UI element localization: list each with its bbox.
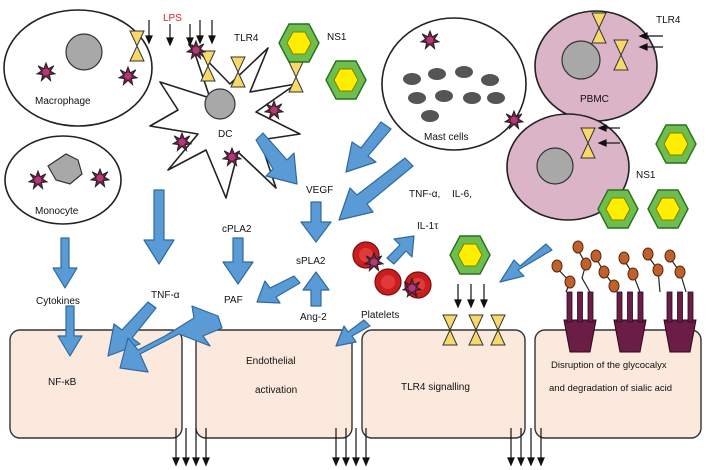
label-dc: DC [218, 129, 232, 140]
label-glyco-2: and degradation of sialic acid [549, 383, 672, 394]
arrow-monocyte-cytokines [52, 237, 78, 289]
label-tlr4-top: TLR4 [234, 33, 259, 44]
label-cpla2: cPLA2 [222, 224, 252, 235]
ns1-protein [655, 124, 697, 164]
label-ns1-right: NS1 [636, 170, 656, 181]
label-macrophage: Macrophage [35, 96, 91, 107]
mast-cell [381, 17, 527, 151]
tlr4-receptor [288, 61, 304, 93]
arrow-spla2-paf [256, 275, 301, 304]
label-tnfa: TNF-α [151, 290, 180, 301]
label-paf: PAF [224, 295, 243, 306]
label-spla2: sPLA2 [296, 256, 326, 267]
label-tlr4-signalling: TLR4 signalling [401, 382, 470, 393]
arrow-ang2-spla2 [302, 271, 330, 307]
ns1-protein [449, 235, 491, 275]
label-tlr4-right: TLR4 [656, 15, 681, 26]
label-nfkb: NF-κB [48, 377, 77, 388]
pink-cell-arrows [597, 124, 620, 147]
lps-arrows [145, 20, 216, 47]
label-pbmc: PBMC [580, 94, 609, 105]
label-tnfa-il6: TNF-α, [409, 189, 440, 200]
label-endothelial-1: Endothelial [246, 356, 295, 367]
label-monocyte: Monocyte [35, 206, 79, 217]
arrow-mastcell-sidebar [345, 121, 392, 173]
arrow-platelets-il1 [386, 235, 415, 265]
label-vegf: VEGF [306, 185, 333, 196]
arrow-macrophage-tnfa [143, 189, 175, 265]
arrow-mastcell-spla2 [338, 157, 414, 221]
outflow-arrows [172, 428, 545, 467]
label-ang2: Ang-2 [300, 312, 327, 323]
pathway-arrows [52, 121, 553, 373]
label-cytokines: Cytokines [36, 296, 80, 307]
label-mast-cells: Mast cells [424, 132, 468, 143]
macrophage-cell [3, 9, 153, 127]
label-glyco-1: Disruption of the glycocalyx [551, 360, 667, 371]
ns1-protein [647, 189, 689, 229]
arrow-cytokines-nfkb [57, 305, 83, 357]
platelet [374, 268, 402, 296]
arrow-vegf-spla2 [300, 201, 332, 243]
endothelium-cell-2 [195, 329, 353, 439]
endothelium-cell-3 [361, 329, 526, 439]
pbmc-arrows [638, 32, 663, 51]
dendritic-cell [149, 44, 301, 199]
glycocalyx [551, 240, 697, 353]
arrow-dc-vegf [255, 132, 298, 185]
ns1-arrows [454, 284, 488, 309]
arrow-cytokines-ns1 [499, 243, 553, 283]
ns1-protein [325, 60, 367, 100]
pbmc-cell [534, 10, 658, 122]
arrow-paf-nfkb-double [119, 305, 223, 373]
label-il6: IL-6, [452, 189, 472, 200]
label-lps: LPS [163, 13, 182, 24]
immune-cell-pink [506, 113, 630, 221]
label-endothelial-2: activation [255, 385, 297, 396]
arrow-tnfa-nfkb [107, 301, 157, 357]
monocyte-cell [4, 135, 122, 225]
label-ns1-top: NS1 [327, 32, 347, 43]
label-il1: IL-1τ [417, 221, 438, 232]
label-platelets: Platelets [361, 310, 399, 321]
arrow-cpla2-paf [222, 237, 254, 285]
ns1-protein [278, 23, 320, 63]
arrow-platelets-endothelial [335, 319, 371, 347]
